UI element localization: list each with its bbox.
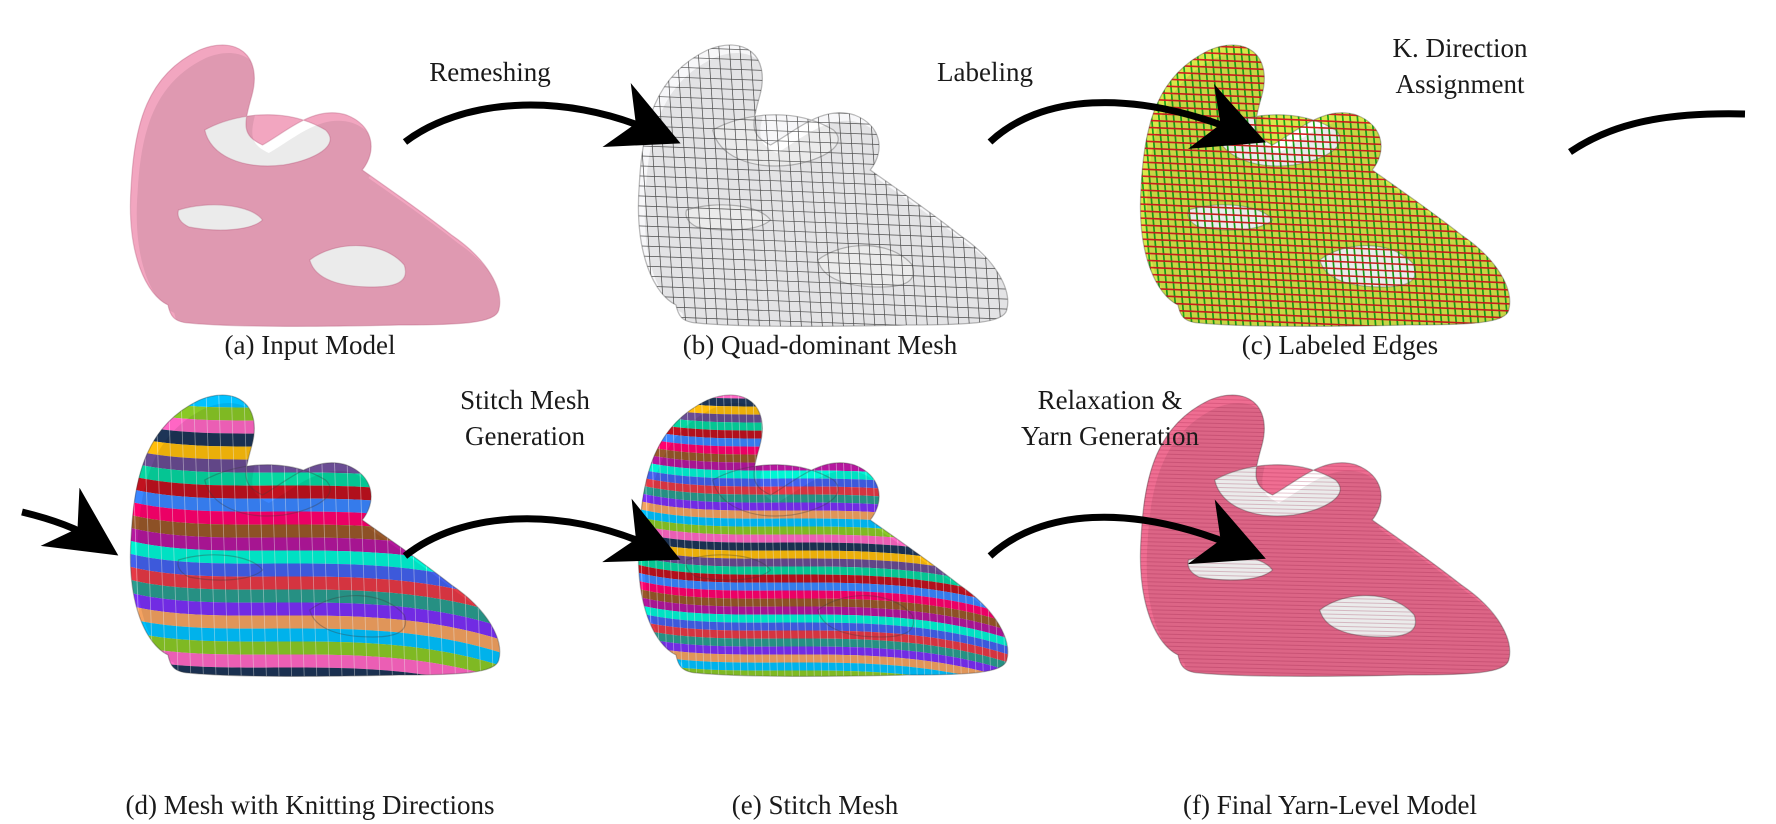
step-label-relax-line2: Yarn Generation xyxy=(1021,421,1199,451)
caption-f: (f) Final Yarn-Level Model xyxy=(1183,790,1477,820)
step-label-labeling-line1: Labeling xyxy=(937,57,1033,87)
caption-c: (c) Labeled Edges xyxy=(1241,330,1439,360)
sculpture-solid-render xyxy=(129,44,501,327)
step-label-labeling: Labeling xyxy=(905,54,1065,90)
sculpture-body xyxy=(1140,395,1510,677)
panel-e-stitch-mesh xyxy=(608,380,1028,720)
sculpture-stitch-mesh-render xyxy=(637,394,1009,677)
step-label-remeshing: Remeshing xyxy=(400,54,580,90)
sculpture-quad-mesh-render xyxy=(637,44,1009,327)
step-label-relaxation-yarn: Relaxation & Yarn Generation xyxy=(1000,382,1220,454)
sculpture-body xyxy=(130,45,500,327)
step-label-direction-line1: K. Direction xyxy=(1392,33,1528,63)
panel-d-knitting-directions xyxy=(100,380,520,720)
step-label-stitch-line2: Generation xyxy=(465,421,585,451)
caption-d: (d) Mesh with Knitting Directions xyxy=(125,790,495,820)
step-label-stitch-line1: Stitch Mesh xyxy=(460,385,590,415)
sculpture-knitting-directions-render xyxy=(129,394,501,677)
caption-e: (e) Stitch Mesh xyxy=(731,790,899,820)
step-label-relax-line1: Relaxation & xyxy=(1037,385,1183,415)
sculpture-yarn-render xyxy=(1139,394,1511,677)
caption-a: (a) Input Model xyxy=(224,330,396,360)
caption-b: (b) Quad-dominant Mesh xyxy=(682,330,958,360)
step-label-stitch-mesh-generation: Stitch Mesh Generation xyxy=(440,382,610,454)
step-label-direction-assignment: K. Direction Assignment xyxy=(1370,30,1550,102)
panel-b-quad-mesh xyxy=(608,30,1028,370)
step-label-direction-line2: Assignment xyxy=(1395,69,1525,99)
step-label-remeshing-line1: Remeshing xyxy=(429,57,551,87)
panel-a-input-model xyxy=(100,30,520,370)
panel-f-yarn-model xyxy=(1110,380,1530,720)
